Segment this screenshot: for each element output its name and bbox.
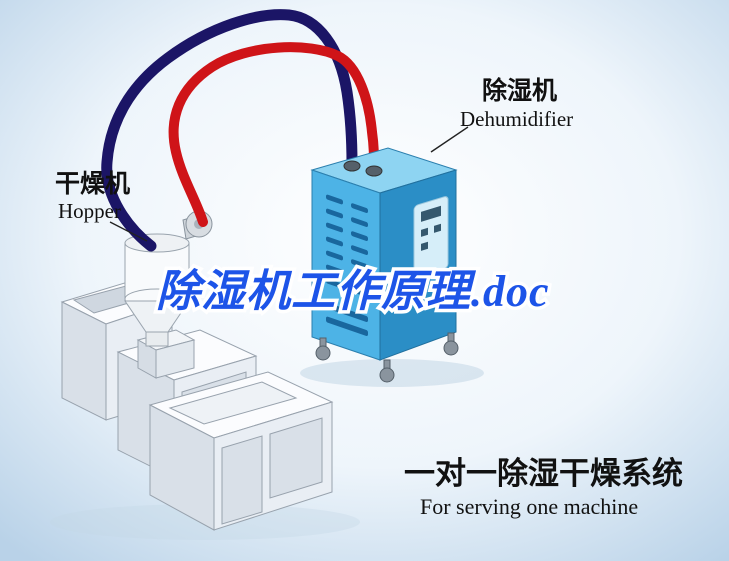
extruder-illustration <box>60 281 334 531</box>
hopper-label-cn: 干燥机 <box>55 170 130 198</box>
caption-cn: 一对一除湿干燥系统 <box>404 456 683 491</box>
louver-vents <box>326 194 368 336</box>
panel-button <box>421 227 428 237</box>
dehumidifier-label-en: Dehumidifier <box>460 107 573 131</box>
panel-display <box>421 205 441 222</box>
port-return <box>343 160 361 172</box>
return-pipe-navy <box>101 9 358 252</box>
dehumidifier-leader-line <box>430 126 469 153</box>
hopper-leader-line <box>109 221 148 242</box>
supply-pipe-red <box>168 42 379 227</box>
caption-en: For serving one machine <box>420 494 638 519</box>
watermark-text: 除湿机工作原理.doc <box>156 267 550 316</box>
casters <box>315 332 459 383</box>
panel-button <box>421 241 428 251</box>
control-panel <box>413 196 449 278</box>
port-supply <box>365 165 383 177</box>
hopper-label-en: Hopper <box>58 199 121 223</box>
panel-button <box>434 223 441 233</box>
dehumidifier-illustration <box>310 147 459 383</box>
dehumidifier-label-cn: 除湿机 <box>482 76 557 105</box>
